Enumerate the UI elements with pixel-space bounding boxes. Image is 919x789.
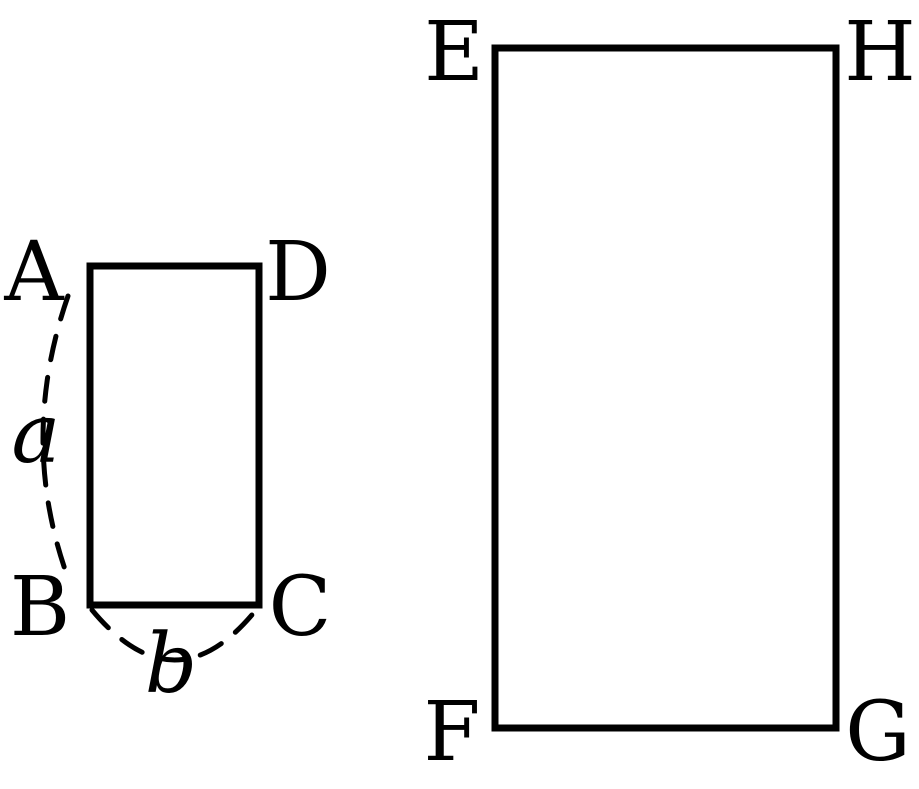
vertex-label-g: G xyxy=(845,685,911,780)
vertex-label-c: C xyxy=(269,560,332,655)
side-a-label: a xyxy=(12,387,61,482)
vertex-label-a: A xyxy=(3,225,65,320)
vertex-label-d: D xyxy=(265,225,331,320)
side-a-dimension-arc xyxy=(40,293,71,581)
large-rectangle: E H F G xyxy=(424,5,916,780)
vertex-label-e: E xyxy=(424,5,484,100)
vertex-label-b: B xyxy=(10,560,70,655)
side-b-label: b xyxy=(145,617,198,712)
small-rectangle: A D B C a b xyxy=(3,225,331,712)
side-b-dimension-arc xyxy=(89,607,259,663)
vertex-label-f: F xyxy=(424,685,481,780)
large-rectangle-outline xyxy=(491,44,840,732)
vertex-label-h: H xyxy=(844,5,916,100)
small-rectangle-outline xyxy=(86,262,263,609)
